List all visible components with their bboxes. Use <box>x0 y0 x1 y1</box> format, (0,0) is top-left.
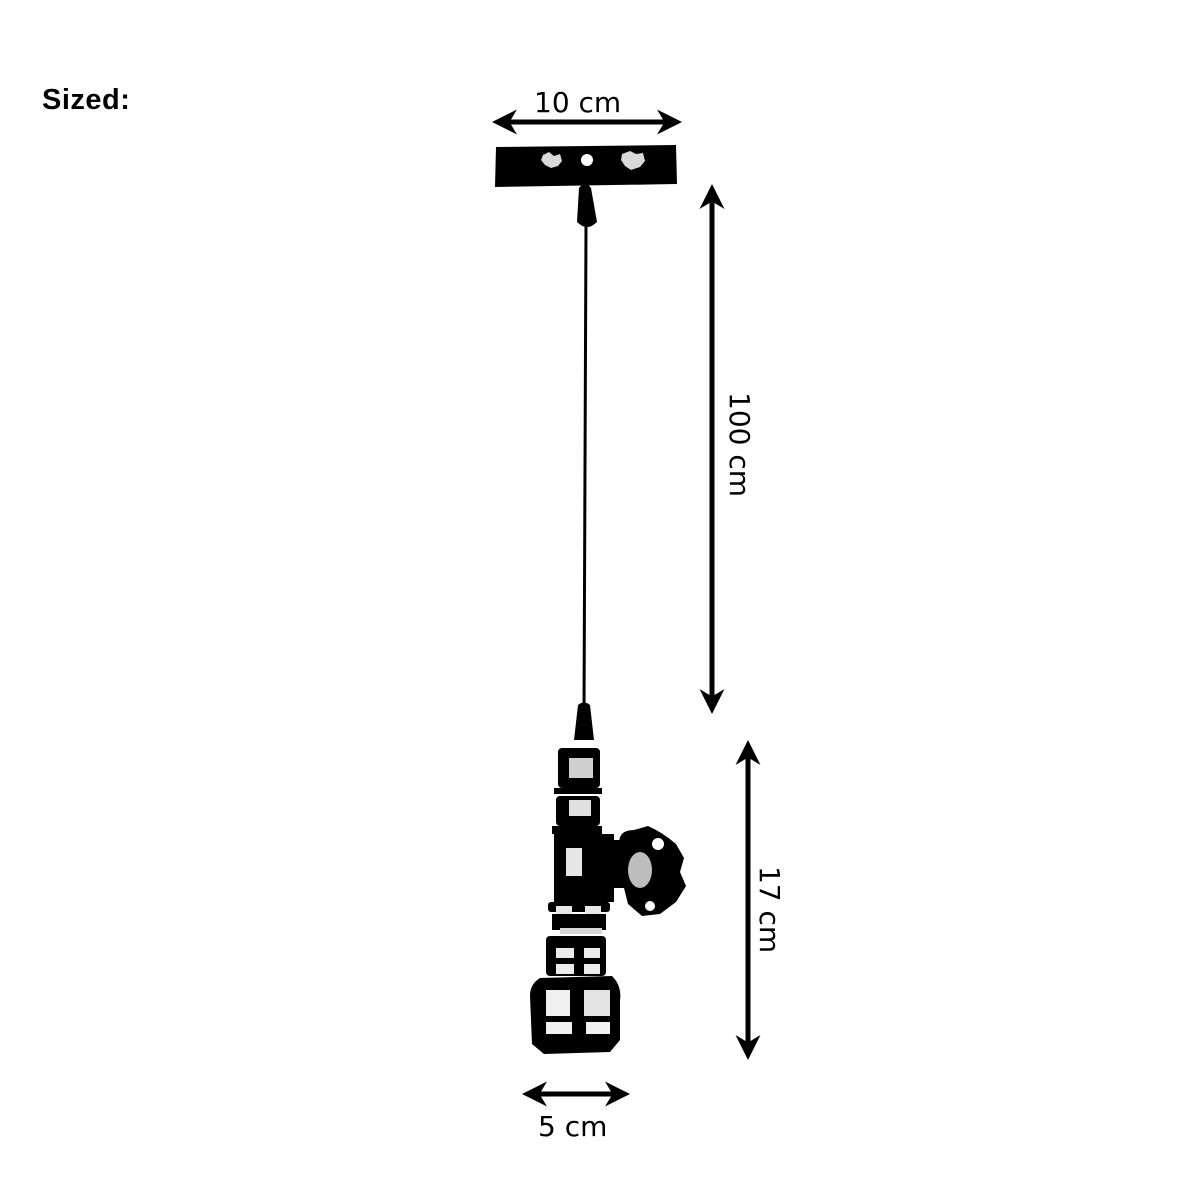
ceiling-canopy <box>495 145 677 187</box>
cable-length-label: 100 cm <box>723 392 756 498</box>
cable-grip <box>577 184 597 227</box>
fixture-height-label: 17 cm <box>753 866 786 954</box>
page-title: Sized: <box>42 84 131 116</box>
fixture-width-label: 5 cm <box>538 1110 608 1143</box>
lamp-fixture <box>530 702 686 1054</box>
cable <box>582 224 588 713</box>
canopy-width-label: 10 cm <box>534 86 622 119</box>
